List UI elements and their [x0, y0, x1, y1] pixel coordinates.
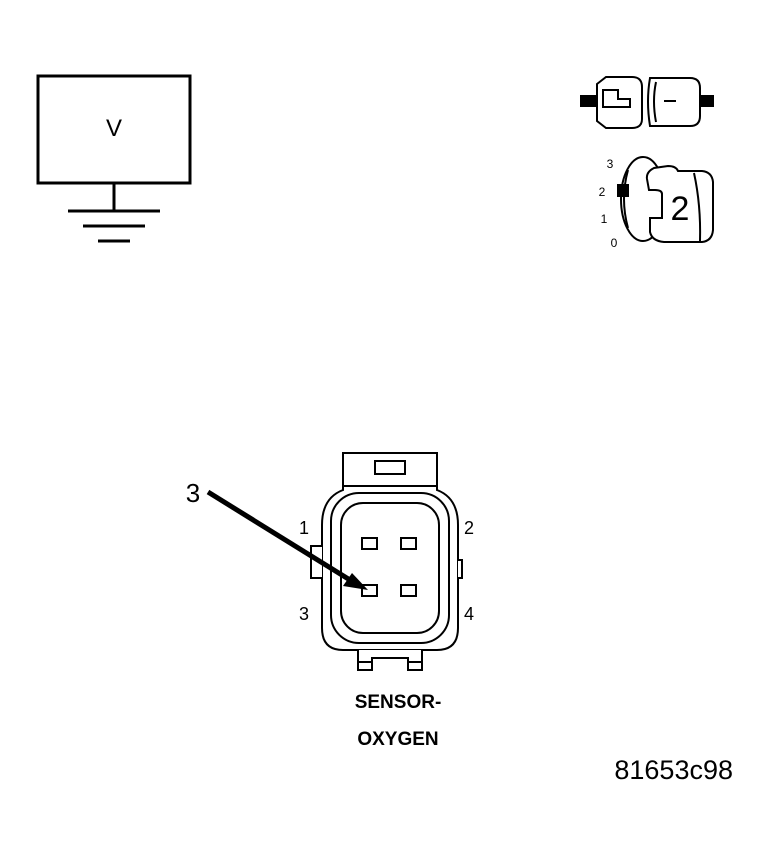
- pin-label-4: 4: [464, 604, 474, 624]
- ignition-position-0: 0: [611, 236, 618, 250]
- ignition-position-2: 2: [599, 185, 606, 199]
- ignition-position-3: 3: [607, 157, 614, 171]
- connector-label-line2: OXYGEN: [357, 729, 438, 750]
- pin-label-2: 2: [464, 518, 474, 538]
- voltmeter-symbol: V: [106, 115, 122, 142]
- connector-cavity-2: [400, 537, 417, 550]
- ground-icon: [68, 183, 160, 243]
- connector-cavity-4: [400, 584, 417, 597]
- pin-label-1: 1: [299, 518, 309, 538]
- connector-label-line1: SENSOR-: [355, 692, 442, 713]
- figure-id: 81653c98: [614, 755, 733, 785]
- ignition-switch-icon: 3 2 1 0 2: [599, 156, 714, 250]
- connector-cavity-1: [361, 537, 378, 550]
- pin-label-3: 3: [299, 604, 309, 624]
- connector-cavity-3: [361, 584, 378, 597]
- ignition-position-1: 1: [601, 212, 608, 226]
- callout-arrow-icon: [206, 489, 368, 590]
- callout-number: 3: [186, 478, 200, 508]
- ignition-selected-position: 2: [671, 190, 690, 228]
- voltmeter: V: [36, 74, 192, 243]
- disconnect-connector-icon: [580, 76, 714, 129]
- voltmeter-box: [36, 74, 192, 185]
- oxygen-sensor-connector: [310, 452, 463, 671]
